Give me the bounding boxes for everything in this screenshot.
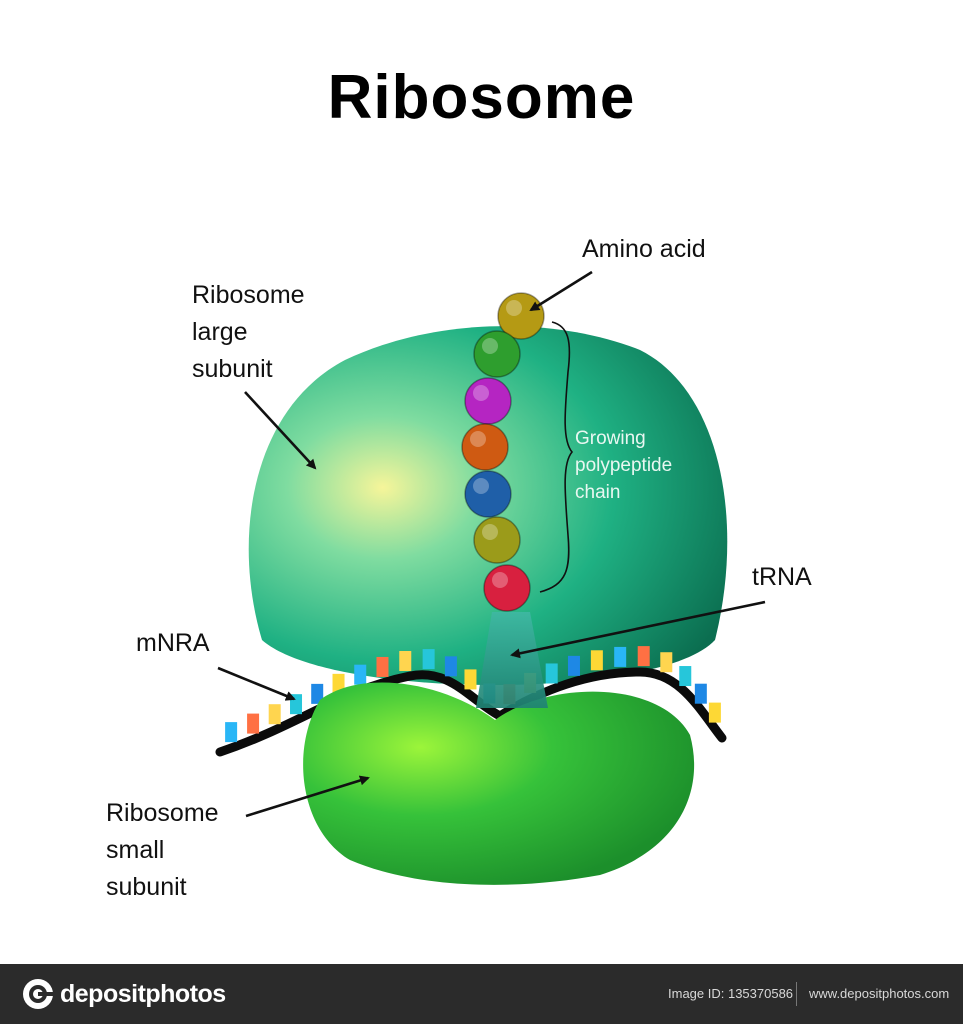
image-id: Image ID: 135370586 <box>668 986 794 1001</box>
codon-tick <box>694 683 707 704</box>
label-polypeptide: Growing polypeptide chain <box>575 428 673 503</box>
polypeptide-brace <box>539 321 574 593</box>
bead-highlight <box>492 572 508 588</box>
codon-tick <box>311 683 324 704</box>
amino-acid-bead <box>483 564 531 612</box>
brand-name: depositphotos <box>60 979 226 1008</box>
trna-arrow <box>510 600 766 659</box>
bead-highlight <box>482 338 498 354</box>
brand-logo-icon <box>23 979 53 1009</box>
codon-tick <box>567 655 580 676</box>
mrna-arrow <box>217 666 296 701</box>
trna-shape <box>476 612 548 708</box>
large-subunit-arrow <box>244 391 317 470</box>
codon-tick <box>354 664 367 685</box>
footer-bar: depositphotos Image ID: 135370586 www.de… <box>0 964 963 1024</box>
site-url[interactable]: www.depositphotos.com <box>809 986 950 1001</box>
codon-tick <box>376 656 389 677</box>
amino-acid-bead <box>464 470 512 518</box>
codon-tick <box>422 649 435 670</box>
codon-tick <box>679 666 692 687</box>
codon-tick <box>247 713 260 734</box>
polypeptide-chain <box>461 292 545 612</box>
codon-tick <box>444 656 457 677</box>
small-subunit-shape <box>303 682 695 885</box>
codon-tick <box>545 663 558 684</box>
small-subunit-arrow <box>245 775 370 818</box>
codon-tick <box>225 722 238 743</box>
codon-tick <box>660 652 673 673</box>
brand-logo: depositphotos <box>22 978 226 1010</box>
codon-tick <box>637 646 650 667</box>
page-title: Ribosome <box>327 63 636 132</box>
amino-acid-bead <box>473 516 521 564</box>
bead-highlight <box>473 478 489 494</box>
label-mrna: mNRA <box>136 629 210 657</box>
bead-highlight <box>470 431 486 447</box>
label-trna: tRNA <box>752 563 812 591</box>
label-large-subunit: Ribosome large subunit <box>192 281 305 383</box>
codon-tick <box>399 650 412 671</box>
bead-highlight <box>482 524 498 540</box>
amino-acid-bead <box>464 377 512 425</box>
amino-acid-arrow <box>529 270 593 312</box>
bead-highlight <box>473 385 489 401</box>
bead-highlight <box>506 300 522 316</box>
diagram-artwork <box>215 270 766 885</box>
codon-tick <box>590 650 603 671</box>
codon-tick <box>614 646 627 667</box>
ribosome-diagram: Ribosome <box>106 63 812 901</box>
codon-tick <box>708 702 721 723</box>
label-small-subunit: Ribosome small subunit <box>106 799 219 901</box>
amino-acid-bead <box>461 423 509 471</box>
footer-separator <box>796 982 797 1006</box>
codon-tick <box>464 669 477 690</box>
label-amino-acid: Amino acid <box>582 235 706 263</box>
amino-acid-bead <box>473 330 521 378</box>
codon-tick <box>268 704 281 725</box>
